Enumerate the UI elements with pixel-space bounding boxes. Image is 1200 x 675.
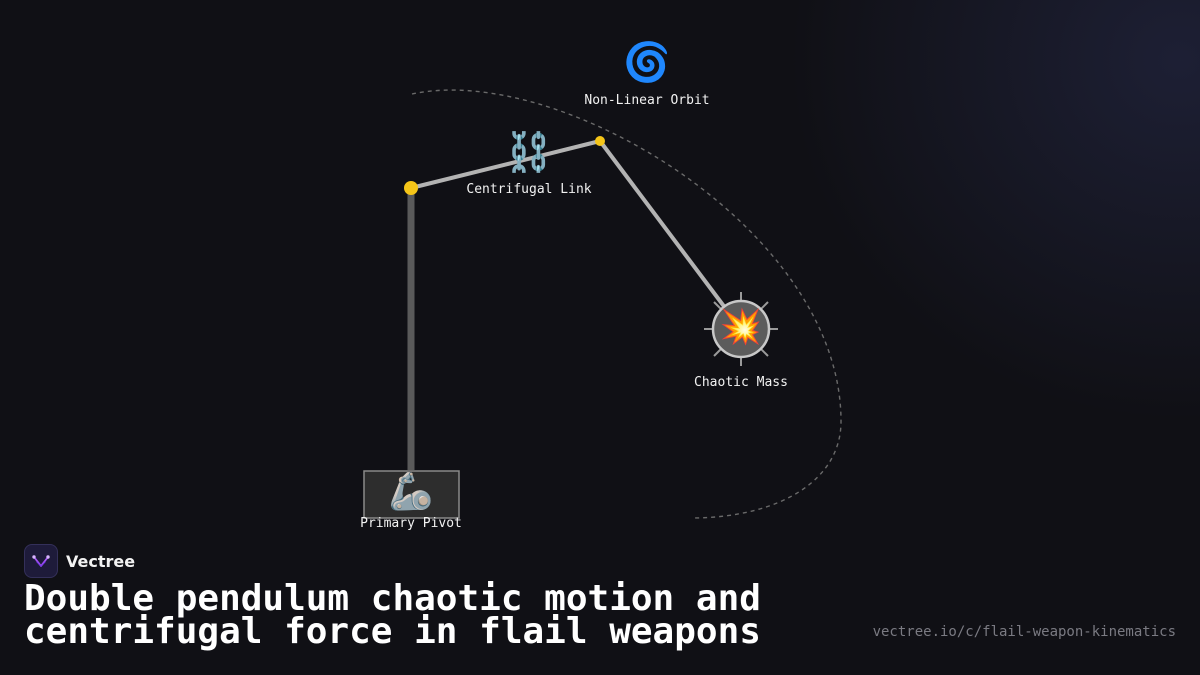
cyclone-icon: 🌀 [623, 39, 670, 84]
orbit-path [411, 89, 842, 519]
brand: Vectree [24, 544, 135, 578]
vectree-logo-icon [24, 544, 58, 578]
primary-pivot-label: Primary Pivot [360, 516, 462, 531]
chain-joint [595, 136, 605, 146]
pivot-base [363, 470, 460, 519]
robot-arm-icon: 🦾 [389, 472, 434, 513]
chain-segment-lower [598, 139, 743, 331]
brand-name: Vectree [66, 551, 136, 571]
chain-link-icon: ⛓️ [505, 130, 552, 174]
handle-joint [404, 181, 418, 195]
source-url[interactable]: vectree.io/c/flail-weapon-kinematics [872, 624, 1176, 640]
centrifugal-link-label: Centrifugal Link [466, 182, 591, 197]
page-title: Double pendulum chaotic motion and centr… [24, 578, 761, 652]
collision-icon: 💥 [720, 307, 762, 347]
spiked-mass [704, 292, 778, 366]
chaotic-mass-label: Chaotic Mass [694, 375, 788, 390]
chain-segment-upper [409, 139, 602, 190]
non-linear-orbit-label: Non-Linear Orbit [584, 93, 709, 108]
